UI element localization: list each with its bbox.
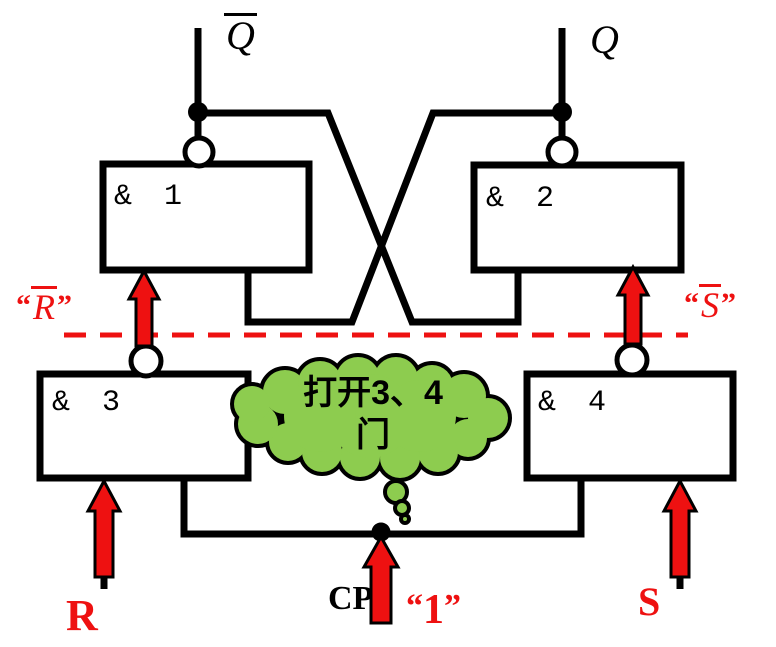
s-arrow bbox=[661, 477, 699, 579]
gate-3-bubble bbox=[128, 343, 164, 379]
cp-arrow bbox=[361, 533, 401, 625]
cp-junction-dot bbox=[371, 522, 391, 542]
r-bar-close-quote: ” bbox=[57, 289, 72, 322]
label-cp-input: CP bbox=[328, 580, 374, 617]
gate-3-label: & 3 bbox=[52, 386, 128, 420]
cp-value-open-quote: “ bbox=[406, 588, 423, 625]
thought-cloud bbox=[230, 353, 512, 525]
cp-value-digit: 1 bbox=[423, 587, 444, 633]
q-letter: Q bbox=[590, 17, 619, 62]
s-bar-close-quote: ” bbox=[721, 287, 736, 320]
gate-1-bubble bbox=[182, 135, 216, 169]
cross-wire-qbar-to-gate2 bbox=[198, 109, 522, 326]
label-s-input: S bbox=[638, 579, 661, 624]
label-r-input: R bbox=[66, 591, 98, 640]
gate-2-bubble bbox=[545, 135, 579, 169]
label-q: Q bbox=[590, 16, 619, 63]
r-arrow bbox=[85, 477, 123, 579]
s-bar-open-quote: “ bbox=[684, 287, 699, 320]
r-bar-letter: R bbox=[31, 286, 57, 327]
signal-arrows bbox=[85, 263, 699, 625]
gate-4-bubble bbox=[614, 342, 650, 378]
gate-2-label: & 2 bbox=[486, 182, 562, 216]
q-junction-dot bbox=[552, 102, 572, 122]
label-s-bar: “S” bbox=[684, 284, 736, 326]
inversion-bubbles bbox=[128, 135, 650, 379]
label-q-bar: Q bbox=[224, 12, 257, 59]
sbar-arrow bbox=[615, 263, 651, 346]
label-cp-value: “1” bbox=[406, 586, 461, 634]
cloud-line-2: 门 bbox=[356, 416, 390, 454]
q-bar-letter: Q bbox=[224, 13, 257, 58]
gate-3-box bbox=[36, 370, 252, 482]
gate-1-label: & 1 bbox=[114, 180, 190, 214]
gate-4-label: & 4 bbox=[538, 386, 614, 420]
gate-4-box bbox=[523, 370, 737, 482]
label-r-bar: “R” bbox=[16, 286, 72, 328]
cloud-line-1: 打开3、4 bbox=[303, 374, 443, 412]
gate-1-box bbox=[99, 160, 313, 274]
gate-boxes bbox=[36, 160, 737, 482]
r-bar-open-quote: “ bbox=[16, 289, 31, 322]
qbar-junction-dot bbox=[188, 102, 208, 122]
gate-2-box bbox=[470, 161, 685, 274]
cloud-annotation-text: 打开3、4 门 bbox=[242, 372, 504, 456]
cross-wire-q-to-gate1 bbox=[244, 109, 562, 326]
thought-trail-bubbles bbox=[383, 479, 411, 525]
cp-value-close-quote: ” bbox=[444, 588, 461, 625]
s-bar-letter: S bbox=[699, 284, 721, 325]
rbar-arrow bbox=[126, 267, 162, 348]
